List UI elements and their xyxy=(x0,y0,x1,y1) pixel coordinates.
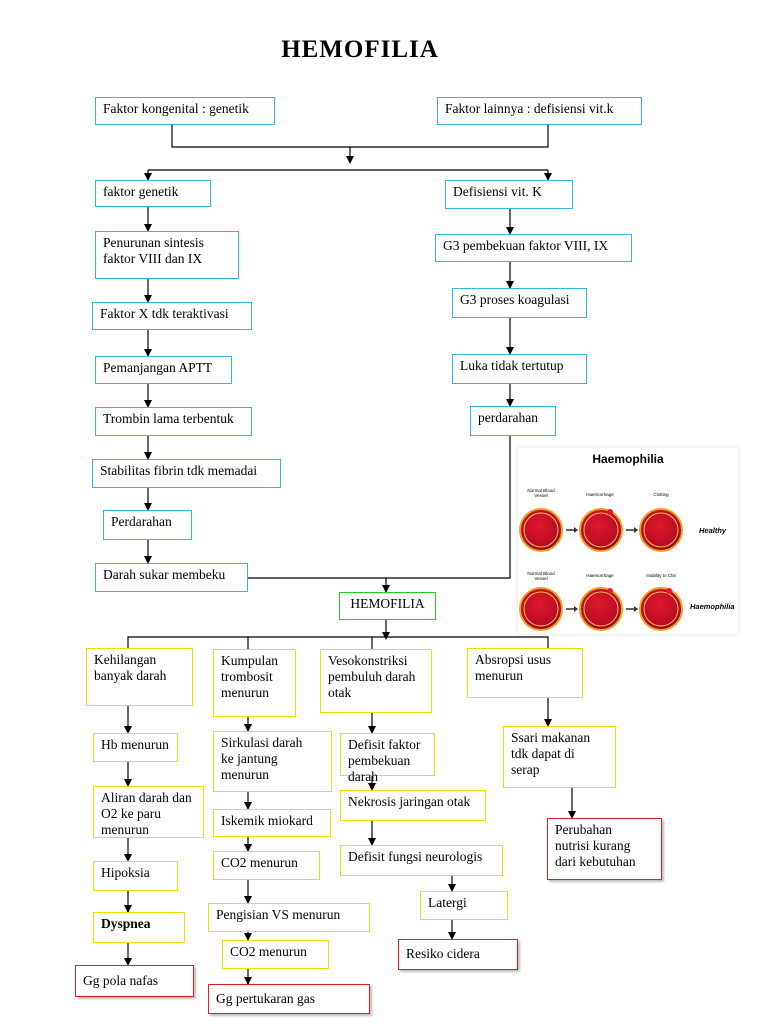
node-trombin: Trombin lama terbentuk xyxy=(95,407,252,436)
stage-label: Normal Blood Vessel xyxy=(527,571,555,581)
illustration-title: Haemophilia xyxy=(592,452,664,466)
stage-label: Normal Blood Vessel xyxy=(527,488,555,498)
page-title: HEMOFILIA xyxy=(281,36,439,63)
node-pemanjangan-aptt: Pemanjangan APTT xyxy=(95,356,232,384)
node-latergi: Latergi xyxy=(420,891,508,920)
node-penurunan-sintesis: Penurunan sintesis faktor VIII dan IX xyxy=(95,231,239,279)
node-hemofilia: HEMOFILIA xyxy=(339,592,436,620)
node-co2-menurun-a: CO2 menurun xyxy=(213,851,320,880)
row-label-haemophilia: Haemophilia xyxy=(690,602,735,611)
node-kumpulan-trombosit: Kumpulan trombosit menurun xyxy=(213,649,296,717)
node-perubahan-nutrisi: Perubahan nutrisi kurang dari kebutuhan xyxy=(547,818,662,880)
node-sirkulasi-darah: Sirkulasi darah ke jantung menurun xyxy=(213,731,332,792)
node-pengisian-vs: Pengisian VS menurun xyxy=(208,903,370,932)
vessel-row-healthy xyxy=(519,508,683,552)
node-hb-menurun: Hb menurun xyxy=(93,733,178,762)
node-defisit-faktor: Defisit faktor pembekuan darah xyxy=(340,733,435,784)
haemophilia-illustration: Haemophilia Normal Blood Vessel Haemorrh… xyxy=(518,448,738,634)
node-perdarahan-right: perdarahan xyxy=(470,406,556,436)
node-defisit-neurologis: Defisit fungsi neurologis xyxy=(340,845,503,876)
node-iskemik-miokard: Iskemik miokard xyxy=(213,809,331,837)
stage-label: Haemorrhage xyxy=(586,573,614,578)
node-perdarahan-left: Perdarahan xyxy=(103,510,192,540)
node-faktor-x: Faktor X tdk teraktivasi xyxy=(92,302,252,330)
node-defisiensi-vitk: Defisiensi vit. K xyxy=(445,180,573,209)
node-faktor-genetik: faktor genetik xyxy=(95,180,211,207)
node-g3-pembekuan: G3 pembekuan faktor VIII, IX xyxy=(435,234,632,262)
vessel-drawings xyxy=(519,508,683,631)
node-absropsi-usus: Absropsi usus menurun xyxy=(467,648,583,698)
vessel-row-haemophilia xyxy=(519,587,683,631)
node-resiko-cidera: Resiko cidera xyxy=(398,939,518,970)
node-hipoksia: Hipoksia xyxy=(93,861,178,891)
node-co2-menurun-b: CO2 menurun xyxy=(222,940,329,969)
stage-label: Haemorrhage xyxy=(586,492,614,497)
node-nekrosis: Nekrosis jaringan otak xyxy=(340,790,486,821)
node-kehilangan-darah: Kehilangan banyak darah xyxy=(86,648,193,706)
node-darah-sukar-membeku: Darah sukar membeku xyxy=(95,563,248,592)
node-gg-pertukaran-gas: Gg pertukaran gas xyxy=(208,984,370,1014)
node-dyspnea: Dyspnea xyxy=(93,912,185,943)
node-sari-makanan: Ssari makanan tdk dapat di serap xyxy=(503,726,616,788)
node-luka-tidak-tertutup: Luka tidak tertutup xyxy=(452,354,587,384)
stage-label: Inability to Clot xyxy=(646,573,676,578)
node-aliran-darah: Aliran darah dan O2 ke paru menurun xyxy=(93,786,204,838)
node-faktor-kongenital: Faktor kongenital : genetik xyxy=(95,97,275,125)
node-gg-pola-nafas: Gg pola nafas xyxy=(75,965,194,997)
row-label-healthy: Healthy xyxy=(699,526,727,535)
node-g3-koagulasi: G3 proses koagulasi xyxy=(452,288,587,318)
node-faktor-lainnya: Faktor lainnya : defisiensi vit.k xyxy=(437,97,642,125)
node-vasokonstriksi: Vesokonstriksi pembuluh darah otak xyxy=(320,649,432,713)
stage-label: Clotting xyxy=(653,492,669,497)
node-stabilitas-fibrin: Stabilitas fibrin tdk memadai xyxy=(92,459,281,488)
